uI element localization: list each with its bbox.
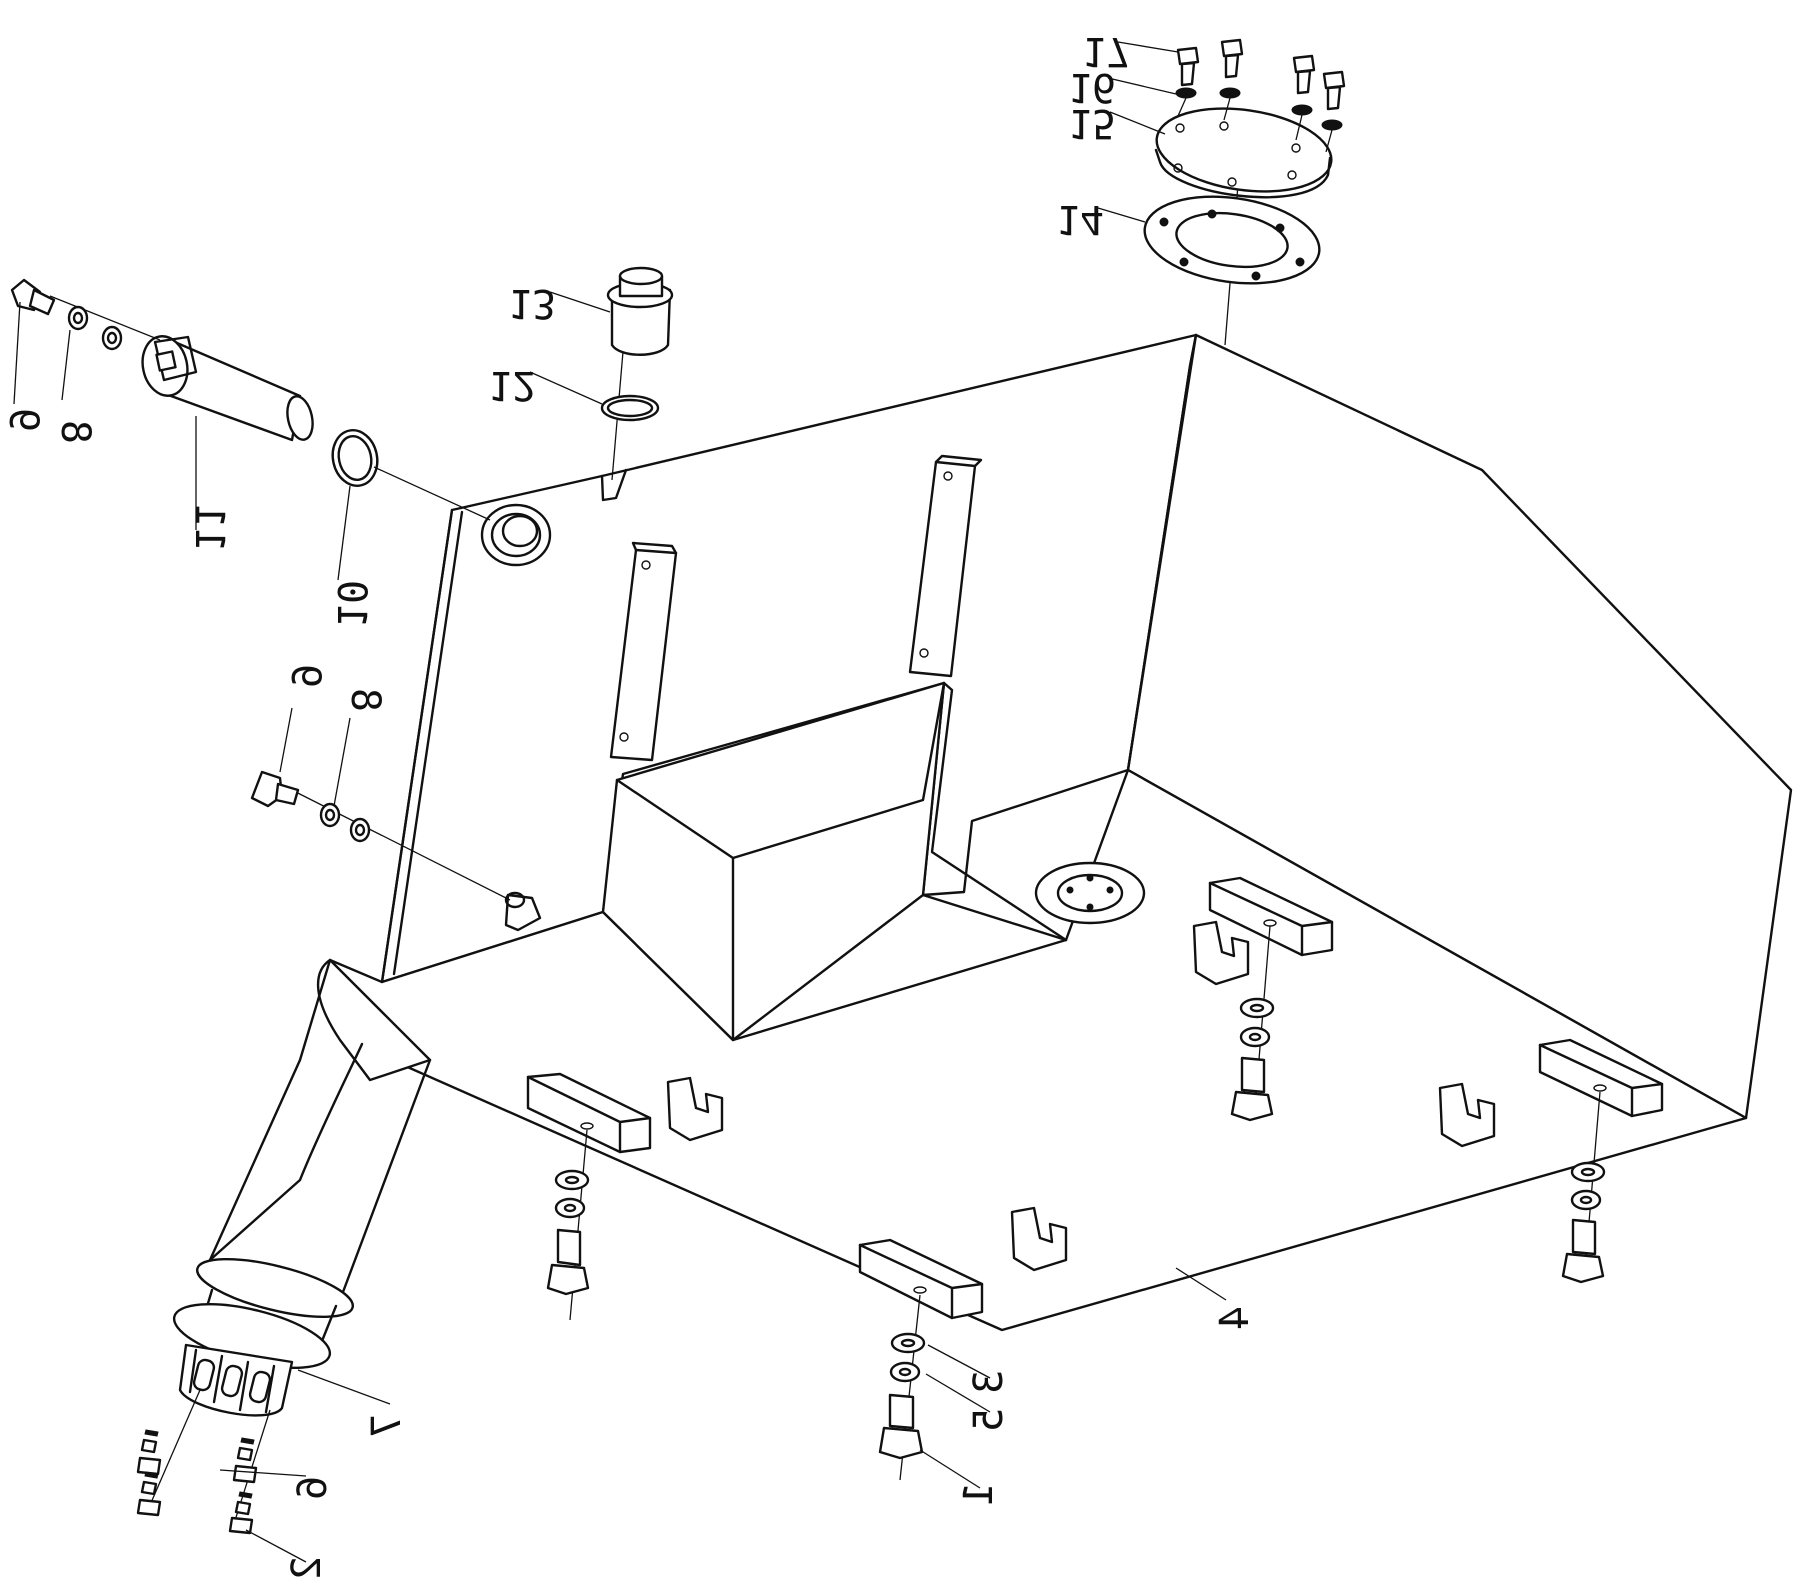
callout-4: 4 (1212, 1306, 1258, 1330)
drain-plug-parts (250, 770, 511, 901)
callout-10: 10 (328, 580, 374, 628)
tank-body (208, 333, 1793, 1332)
filler-cap (600, 266, 674, 481)
callout-7: 7 (364, 1414, 410, 1438)
cover-plate-group (1143, 38, 1346, 346)
callout-14: 14 (1056, 196, 1104, 242)
callout-6: 6 (290, 1476, 336, 1500)
callout-15: 15 (1068, 100, 1116, 146)
callout-2: 2 (284, 1556, 330, 1580)
callout-16: 16 (1068, 64, 1116, 110)
callout-labels: 17 16 15 14 13 12 11 10 8 9 9 8 4 7 3 5 … (0, 28, 1258, 1580)
callout-11: 11 (186, 504, 232, 552)
u-clips (666, 920, 1496, 1272)
callout-17: 17 (1082, 28, 1130, 74)
callout-8-top: 8 (52, 420, 98, 444)
callout-5: 5 (966, 1408, 1012, 1432)
callout-3: 3 (966, 1370, 1012, 1394)
callout-8-mid: 8 (342, 688, 388, 712)
callout-1: 1 (956, 1482, 1002, 1506)
callout-9-top: 9 (0, 408, 46, 432)
leader-lines (13, 41, 1227, 1563)
foot-bolts (546, 925, 1606, 1481)
callout-9-mid: 9 (282, 664, 328, 688)
filter-breather (10, 278, 491, 521)
mounting-feet (526, 876, 1664, 1320)
callout-13: 13 (508, 280, 556, 326)
callout-12: 12 (488, 362, 536, 408)
suction-strainer (136, 1257, 355, 1535)
